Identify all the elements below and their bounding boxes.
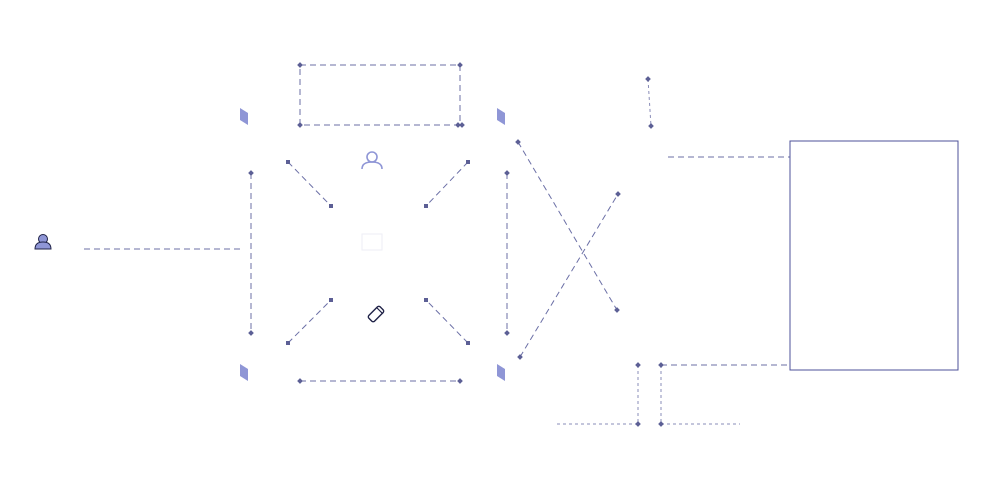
top-dashed-box[interactable] [299,64,461,126]
faint-node-placeholder [361,233,383,251]
diagonal-connector-bottom-left[interactable] [287,299,332,344]
cross-connector-up[interactable] [519,193,619,358]
cross-connector-handles [515,139,621,360]
diagonal-connector-top-left[interactable] [287,161,332,207]
diagonal-connector-handles [286,160,470,345]
cross-connector-down[interactable] [517,141,618,311]
parallelogram-marker-icon[interactable] [240,108,248,125]
pencil-icon[interactable] [367,305,385,323]
vertical-connector-handles [248,170,510,336]
diagonal-connector-top-right[interactable] [425,161,469,207]
bottom-connector-handles [297,378,463,384]
person-icon[interactable] [34,234,52,250]
lower-connector-handles [635,362,664,427]
top-box-handles [297,62,465,128]
right-box[interactable] [789,140,959,371]
person-outline-icon[interactable] [361,151,383,170]
parallelogram-marker-icon[interactable] [497,364,505,381]
parallelogram-marker-icon[interactable] [240,364,248,381]
diagonal-connector-bottom-right[interactable] [425,299,469,344]
short-vertical-connector[interactable] [647,78,652,127]
parallelogram-marker-icon[interactable] [497,108,505,125]
